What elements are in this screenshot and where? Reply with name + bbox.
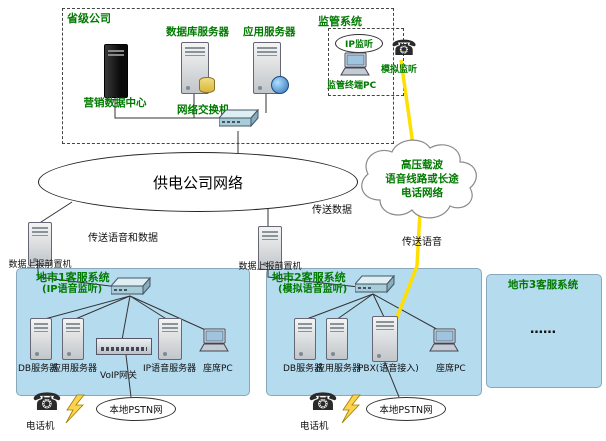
- cloud-line-2: 语音线路或长途: [385, 173, 459, 186]
- city1-pstn-oval: 本地PSTN网: [96, 397, 176, 421]
- app-server-label: 应用服务器: [243, 26, 296, 38]
- lightning-icon: [341, 394, 361, 424]
- city1-device-label-app: 应用服务器: [52, 364, 98, 374]
- flow-voice-label: 传送语音: [402, 237, 442, 248]
- db-server-label: 数据库服务器: [166, 26, 229, 38]
- city2-app-server-icon: [326, 318, 348, 360]
- city1-device-label-voip: VoIP网关: [100, 371, 138, 381]
- link-network-to-left-frontend: [37, 201, 73, 225]
- left-frontend-label: 数据上报前置机: [8, 260, 72, 270]
- city1-subtitle: (IP语音监听): [42, 284, 103, 295]
- supervision-terminal-pc-label: 监管终端PC: [327, 81, 377, 91]
- telephone-cloud-label: 高压载波 语音线路或长途 电话网络: [374, 158, 470, 201]
- city1-title: 地市1客服系统: [36, 271, 110, 284]
- city1-telephone-label: 电话机: [26, 421, 55, 432]
- city2-device-label-app: 应用服务器: [316, 364, 362, 374]
- city2-agent-pc-laptop-icon: [427, 328, 461, 354]
- marketing-data-center-label: 营销数据中心: [83, 97, 147, 109]
- city3-ellipsis: ……: [530, 322, 556, 337]
- supervision-terminal-laptop-icon: [338, 52, 372, 78]
- analog-monitor-phone-icon: ☎: [391, 36, 418, 60]
- city2-device-label-agentpc: 座席PC: [436, 364, 466, 374]
- database-cylinder-icon: [199, 77, 215, 93]
- city1-switch-icon: [109, 276, 152, 297]
- city2-telephone-icon: ☎: [308, 388, 338, 416]
- cloud-line-3: 电话网络: [401, 187, 443, 200]
- city2-db-server-icon: [294, 318, 316, 360]
- city1-device-label-agentpc: 座席PC: [203, 364, 233, 374]
- city2-device-label-pbx: PBX(语音接入): [358, 364, 419, 374]
- city2-pstn-oval: 本地PSTN网: [366, 397, 446, 421]
- city2-title: 地市2客服系统: [272, 271, 346, 284]
- flow-voice-and-data-label: 传送语音和数据: [88, 233, 158, 244]
- provincial-box-label: 省级公司: [67, 12, 111, 25]
- city1-db-server-icon: [30, 318, 52, 360]
- supervision-system-title: 监管系统: [318, 15, 362, 28]
- cloud-line-1: 高压载波: [401, 159, 443, 171]
- city3-title: 地市3客服系统: [507, 279, 579, 291]
- city1-voip-gateway-icon: [96, 338, 152, 355]
- left-frontend-server-icon: [28, 222, 52, 266]
- network-switch-icon: [217, 108, 260, 129]
- ip-monitor-oval: IP监听: [335, 34, 383, 53]
- city2-device-label-db: DB服务器: [283, 364, 324, 374]
- globe-icon: [271, 76, 289, 94]
- flow-data-label: 传送数据: [312, 205, 352, 216]
- city1-device-label-ipvoice: IP语音服务器: [143, 364, 197, 374]
- city2-subtitle: (模拟语音监听): [278, 284, 348, 295]
- lightning-icon: [65, 394, 85, 424]
- city2-pbx-icon: [372, 316, 398, 362]
- city1-telephone-icon: ☎: [32, 388, 62, 416]
- analog-monitor-label: 模拟监听: [381, 65, 418, 75]
- city2-switch-icon: [353, 274, 396, 295]
- city3-service-box: [486, 274, 602, 388]
- city1-ip-voice-server-icon: [158, 318, 182, 360]
- marketing-data-center-server-icon: [104, 44, 128, 98]
- city1-agent-pc-laptop-icon: [197, 328, 231, 354]
- city1-device-label-db: DB服务器: [18, 364, 59, 374]
- city2-telephone-label: 电话机: [300, 421, 329, 432]
- power-company-network-ellipse: 供电公司网络: [38, 152, 358, 212]
- city1-app-server-icon: [62, 318, 84, 360]
